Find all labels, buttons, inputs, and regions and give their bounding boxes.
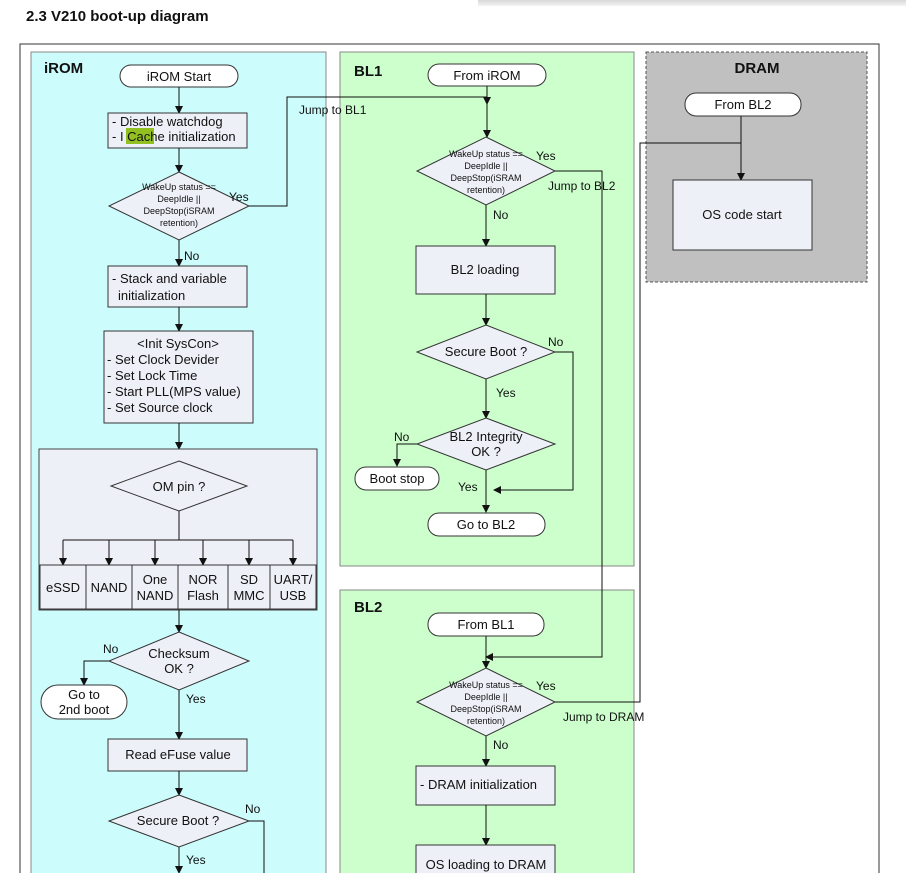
syscon-line2: - Set Clock Devider <box>107 352 220 367</box>
mode-one-nand-label1: One <box>143 572 168 587</box>
jump-to-dram-label: Jump to DRAM <box>563 710 644 724</box>
mode-uart-label2: USB <box>280 588 307 603</box>
bl2-wakeup-line1: WakeUp status == <box>449 680 523 690</box>
bl2-integrity-line2: OK ? <box>471 444 501 459</box>
irom-secure-yes: Yes <box>186 853 206 867</box>
syscon-line4: - Start PLL(MPS value) <box>107 384 241 399</box>
bl2-loading-label: BL2 loading <box>451 262 520 277</box>
irom-wakeup-line2: DeepIdle || <box>157 194 200 204</box>
goto-bl2-terminal <box>427 512 546 537</box>
bl2-integrity-yes: Yes <box>458 480 478 494</box>
stack-init-line1: - Stack and variable <box>112 271 227 286</box>
os-loading-box <box>415 844 556 873</box>
bl2-integrity-line1: BL2 Integrity <box>450 429 523 444</box>
checksum-line2: OK ? <box>164 661 194 676</box>
mode-sd-label2: MMC <box>233 588 264 603</box>
syscon-line3: - Set Lock Time <box>107 368 197 383</box>
irom-init-line2: - I Cache initialization <box>112 129 236 144</box>
efuse-label: Read eFuse value <box>125 747 231 762</box>
checksum-yes: Yes <box>186 692 206 706</box>
checksum-line1: Checksum <box>148 646 209 661</box>
jump-to-bl1-label: Jump to BL1 <box>299 103 367 117</box>
cache-highlight <box>126 128 154 144</box>
os-code-start-label: OS code start <box>702 207 782 222</box>
mode-nor-flash <box>177 564 229 610</box>
om-pin-label: OM pin ? <box>153 479 206 494</box>
irom-wakeup-yes: Yes <box>229 190 249 204</box>
bl1-section-title: BL1 <box>354 63 382 80</box>
bl1-start-label: From iROM <box>453 68 520 83</box>
dram-init-box <box>415 765 556 806</box>
checksum-no: No <box>103 642 119 656</box>
mode-one-nand-label2: NAND <box>137 588 174 603</box>
irom-init-line1: - Disable watchdog <box>112 114 223 129</box>
bl1-secure-yes: Yes <box>496 386 516 400</box>
syscon-line5: - Set Source clock <box>107 400 213 415</box>
bl1-secure-no: No <box>548 335 564 349</box>
irom-wakeup-line4: retention) <box>160 218 198 228</box>
dram-start-label: From BL2 <box>714 97 771 112</box>
mode-uart-label1: UART/ <box>274 572 313 587</box>
jump-to-bl2-label: Jump to BL2 <box>548 179 616 193</box>
syscon-line1: <Init SysCon> <box>137 336 219 351</box>
goto-bl2-label: Go to BL2 <box>457 517 516 532</box>
irom-start-label: iROM Start <box>147 69 212 84</box>
os-loading-label: OS loading to DRAM <box>426 857 547 872</box>
bl1-wakeup-yes: Yes <box>536 149 556 163</box>
bl1-wakeup-line4: retention) <box>467 185 505 195</box>
bl2-integrity-no: No <box>394 430 410 444</box>
bl2-wakeup-yes: Yes <box>536 679 556 693</box>
mode-essd-label: eSSD <box>46 580 80 595</box>
irom-secure-no: No <box>245 802 261 816</box>
mode-nor-label2: Flash <box>187 588 219 603</box>
mode-nand-label: NAND <box>91 580 128 595</box>
irom-wakeup-line3: DeepStop(iSRAM <box>143 206 214 216</box>
bl2-wakeup-line2: DeepIdle || <box>464 692 507 702</box>
irom-section-title: iROM <box>44 60 83 77</box>
second-boot-line1: Go to <box>68 687 100 702</box>
mode-sd-mmc <box>227 564 271 610</box>
stack-init-line2: initialization <box>118 288 185 303</box>
bl1-secure-label: Secure Boot ? <box>445 344 527 359</box>
dram-section-title: DRAM <box>735 60 780 77</box>
bl1-wakeup-line3: DeepStop(iSRAM <box>450 173 521 183</box>
bl1-wakeup-no: No <box>493 208 509 222</box>
page-title: 2.3 V210 boot-up diagram <box>26 8 209 25</box>
bl1-wakeup-line1: WakeUp status == <box>449 149 523 159</box>
dram-init-label: - DRAM initialization <box>420 777 537 792</box>
bl2-start-label: From BL1 <box>457 617 514 632</box>
bl2-loading-box <box>415 245 556 295</box>
second-boot-terminal <box>40 684 128 720</box>
bl2-wakeup-line4: retention) <box>467 716 505 726</box>
mode-nor-label1: NOR <box>189 572 218 587</box>
second-boot-line2: 2nd boot <box>59 702 110 717</box>
mode-sd-label1: SD <box>240 572 258 587</box>
stack-init-box <box>107 265 248 308</box>
page-shadow <box>478 0 906 6</box>
irom-wakeup-no: No <box>184 249 200 263</box>
efuse-box <box>107 738 248 772</box>
mode-essd <box>39 564 87 610</box>
irom-wakeup-line1: WakeUp status == <box>142 182 216 192</box>
bl2-wakeup-line3: DeepStop(iSRAM <box>450 704 521 714</box>
mode-uart-usb <box>269 564 317 610</box>
boot-stop-label: Boot stop <box>370 471 425 486</box>
irom-secure-label: Secure Boot ? <box>137 813 219 828</box>
dram-start-terminal <box>684 92 802 117</box>
mode-nand <box>85 564 133 610</box>
mode-one-nand <box>131 564 179 610</box>
bl2-wakeup-no: No <box>493 738 509 752</box>
bl2-section-title: BL2 <box>354 599 382 616</box>
os-code-start-box <box>672 179 813 251</box>
bl1-wakeup-line2: DeepIdle || <box>464 161 507 171</box>
boot-stop-terminal <box>354 466 440 491</box>
